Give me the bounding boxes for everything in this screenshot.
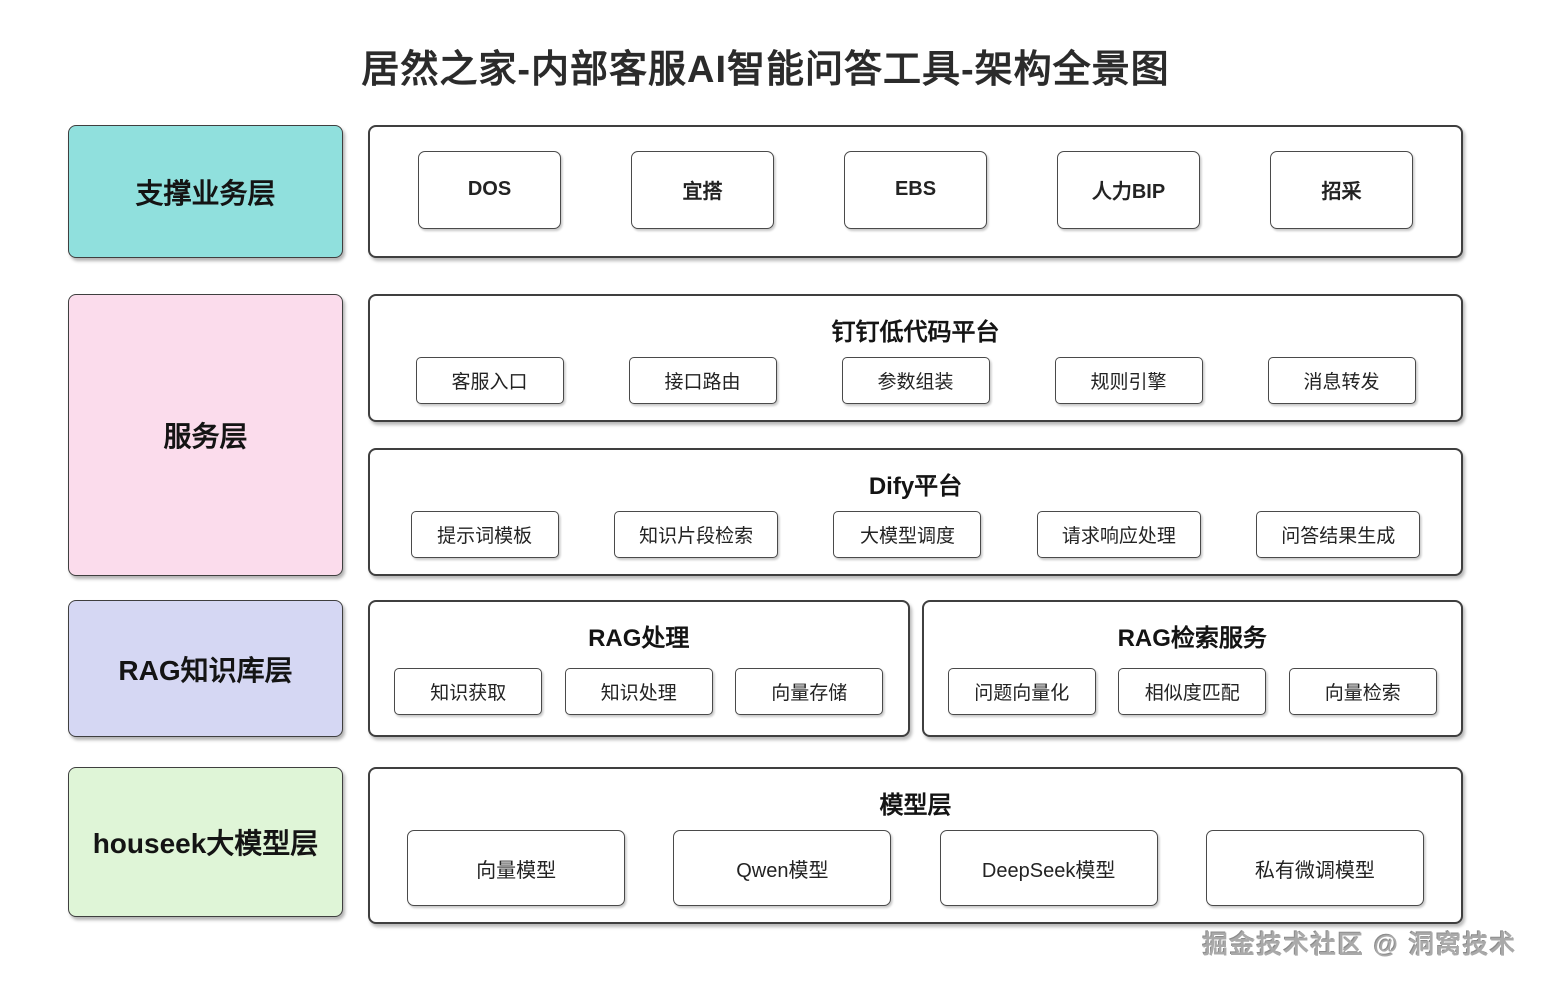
- layer-row-service: 服务层 钉钉低代码平台 客服入口 接口路由 参数组装 规则引擎 消息转发 Dif…: [68, 294, 1463, 576]
- layer-label-houseek-model: houseek大模型层: [68, 767, 343, 917]
- box-yida: 宜搭: [631, 150, 774, 229]
- box-dos: DOS: [418, 150, 561, 229]
- model-content: 模型层 向量模型 Qwen模型 DeepSeek模型 私有微调模型: [368, 767, 1463, 924]
- rag-retrieval-items: 问题向量化 相似度匹配 向量检索: [944, 663, 1442, 719]
- box-similarity-matching: 相似度匹配: [1118, 667, 1267, 715]
- box-rule-engine: 规则引擎: [1054, 357, 1203, 404]
- group-title-dingtalk-lowcode: 钉钉低代码平台: [831, 319, 1000, 346]
- dingtalk-items: 客服入口 接口路由 参数组装 规则引擎 消息转发: [390, 357, 1441, 404]
- layer-label-rag-knowledge: RAG知识库层: [68, 600, 343, 737]
- group-title-rag-retrieval-service: RAG检索服务: [1117, 625, 1267, 652]
- watermark: 掘金技术社区 @ 洞窝技术: [1202, 931, 1517, 959]
- box-ebs: EBS: [844, 150, 987, 229]
- box-private-finetuned-model: 私有微调模型: [1205, 830, 1424, 906]
- box-param-assembly: 参数组装: [841, 357, 990, 404]
- box-vector-retrieval: 向量检索: [1288, 667, 1437, 715]
- box-vector-storage: 向量存储: [735, 667, 884, 715]
- group-dingtalk-lowcode: 钉钉低代码平台 客服入口 接口路由 参数组装 规则引擎 消息转发: [368, 294, 1463, 422]
- box-knowledge-processing: 知识处理: [564, 667, 713, 715]
- service-content: 钉钉低代码平台 客服入口 接口路由 参数组装 规则引擎 消息转发 Dify平台 …: [368, 294, 1463, 576]
- box-qwen-model: Qwen模型: [673, 830, 892, 906]
- box-customer-entry: 客服入口: [415, 357, 564, 404]
- group-support-apps: DOS 宜搭 EBS 人力BIP 招采: [368, 125, 1463, 258]
- box-procurement: 招采: [1270, 150, 1413, 229]
- rag-processing-items: 知识获取 知识处理 向量存储: [390, 663, 888, 719]
- box-knowledge-acquisition: 知识获取: [394, 667, 543, 715]
- layer-row-houseek-model: houseek大模型层 模型层 向量模型 Qwen模型 DeepSeek模型 私…: [68, 767, 1463, 924]
- box-llm-scheduling: 大模型调度: [833, 511, 982, 558]
- layer-row-support-business: 支撑业务层 DOS 宜搭 EBS 人力BIP 招采: [68, 125, 1463, 258]
- group-title-dify-platform: Dify平台: [868, 473, 963, 500]
- dify-items: 提示词模板 知识片段检索 大模型调度 请求响应处理 问答结果生成: [390, 511, 1441, 558]
- box-api-routing: 接口路由: [628, 357, 777, 404]
- box-hr-bip: 人力BIP: [1057, 150, 1200, 229]
- support-apps-items: DOS 宜搭 EBS 人力BIP 招采: [390, 139, 1441, 240]
- layer-label-service: 服务层: [68, 294, 343, 576]
- layer-label-support-business: 支撑业务层: [68, 125, 343, 258]
- rag-content: RAG处理 知识获取 知识处理 向量存储 RAG检索服务 问题向量化 相似度匹配…: [368, 600, 1463, 737]
- group-title-rag-processing: RAG处理: [588, 625, 690, 652]
- group-rag-retrieval-service: RAG检索服务 问题向量化 相似度匹配 向量检索: [921, 600, 1463, 737]
- box-message-forwarding: 消息转发: [1267, 357, 1416, 404]
- box-vector-model: 向量模型: [407, 830, 626, 906]
- page-title: 居然之家-内部客服AI智能问答工具-架构全景图: [361, 49, 1170, 91]
- group-model-layer: 模型层 向量模型 Qwen模型 DeepSeek模型 私有微调模型: [368, 767, 1463, 924]
- layer-row-rag-knowledge: RAG知识库层 RAG处理 知识获取 知识处理 向量存储 RAG检索服务 问题向…: [68, 600, 1463, 737]
- box-qa-result-generation: 问答结果生成: [1256, 511, 1421, 558]
- box-deepseek-model: DeepSeek模型: [939, 830, 1158, 906]
- box-knowledge-fragment-retrieval: 知识片段检索: [614, 511, 779, 558]
- model-items: 向量模型 Qwen模型 DeepSeek模型 私有微调模型: [390, 830, 1441, 906]
- group-dify-platform: Dify平台 提示词模板 知识片段检索 大模型调度 请求响应处理 问答结果生成: [368, 448, 1463, 576]
- box-prompt-template: 提示词模板: [410, 511, 559, 558]
- group-rag-processing: RAG处理 知识获取 知识处理 向量存储: [368, 600, 910, 737]
- box-question-vectorization: 问题向量化: [947, 667, 1096, 715]
- box-request-response-handling: 请求响应处理: [1036, 511, 1201, 558]
- support-business-content: DOS 宜搭 EBS 人力BIP 招采: [368, 125, 1463, 258]
- group-title-model-layer: 模型层: [879, 792, 952, 819]
